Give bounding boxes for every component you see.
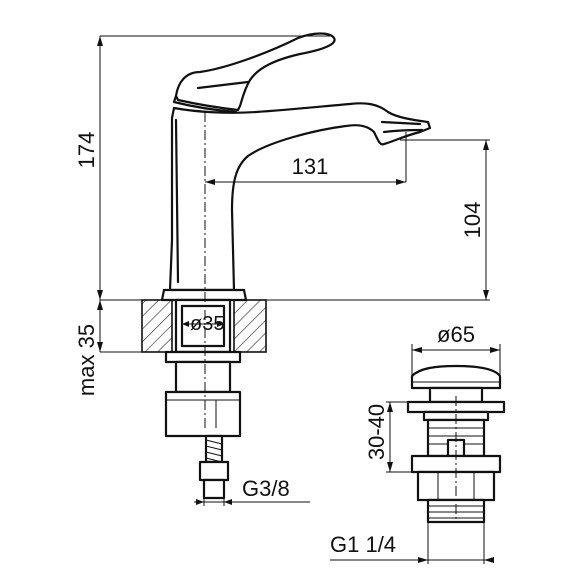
reach-dimension: 131 [205, 154, 406, 185]
drain-thread-label: G1 1/4 [330, 532, 396, 557]
lever-handle [174, 32, 336, 112]
spout-height-dimension: 104 [460, 140, 489, 300]
cap-diameter-label: ø65 [437, 322, 475, 347]
reach-label: 131 [292, 154, 329, 179]
faucet-base [160, 288, 248, 302]
worktop-range-dimension: 30-40 [364, 402, 393, 472]
height-dimension: 174 [74, 36, 103, 300]
mount-depth-label: max 35 [74, 324, 99, 396]
drain-drawing: ø65 30-40 G1 1/4 [330, 322, 506, 564]
flex-hose [198, 434, 230, 500]
hex-connector [164, 390, 242, 438]
faucet-body [168, 102, 432, 292]
connection-thread-label: G3/8 [242, 476, 290, 501]
worktop-range-label: 30-40 [364, 404, 389, 460]
cap-diameter-dimension: ø65 [412, 322, 500, 353]
mount-depth-dimension: max 35 [74, 300, 103, 396]
under-nut [164, 350, 242, 364]
spout-height-label: 104 [460, 202, 485, 239]
hole-diameter-label: ø35 [190, 313, 224, 335]
connection-thread-dimension: G3/8 [194, 476, 310, 505]
faucet-drawing: 174 max 35 131 104 G3/8 [74, 32, 490, 506]
drain-thread-dimension: G1 1/4 [330, 532, 494, 563]
height-label: 174 [74, 132, 99, 169]
drain-cap [410, 364, 502, 390]
